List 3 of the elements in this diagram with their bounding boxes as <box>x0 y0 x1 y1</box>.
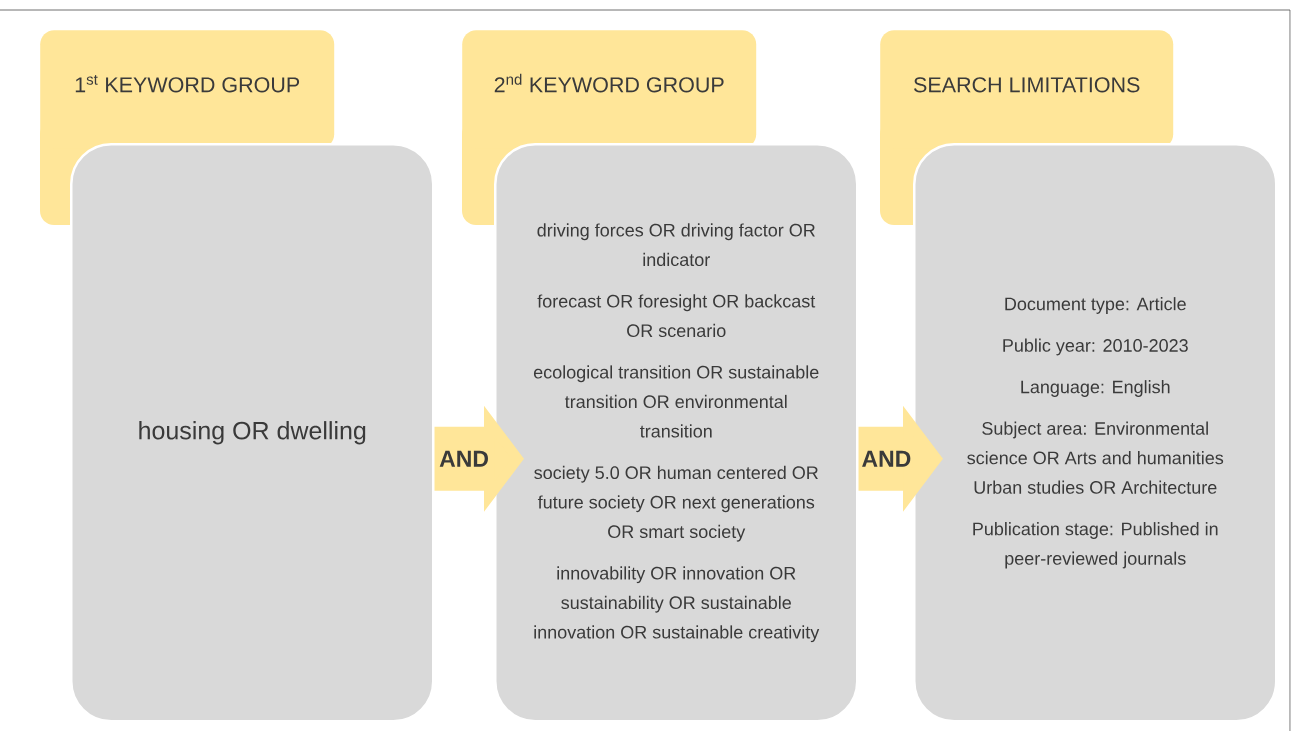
rounded-box: driving forces OR driving factor OR indicator forecast OR foresight OR backcast OR scenario ecological transition OR sustainable transition OR environmental transition society 5.0 OR human centered OR future society OR next generations OR smart society innovability OR innovation OR sustainability OR sustainable innovation OR sustainable creativity <box>494 143 859 723</box>
rounded-box: housing OR dwelling <box>70 143 435 723</box>
rounded-box: Document type: Article Public year: 2010-2023 Language: English Subject area: Environmental science OR Arts and humanities Urban studies OR Architecture Publication stage: Published in peer-reviewed journals <box>913 143 1278 723</box>
